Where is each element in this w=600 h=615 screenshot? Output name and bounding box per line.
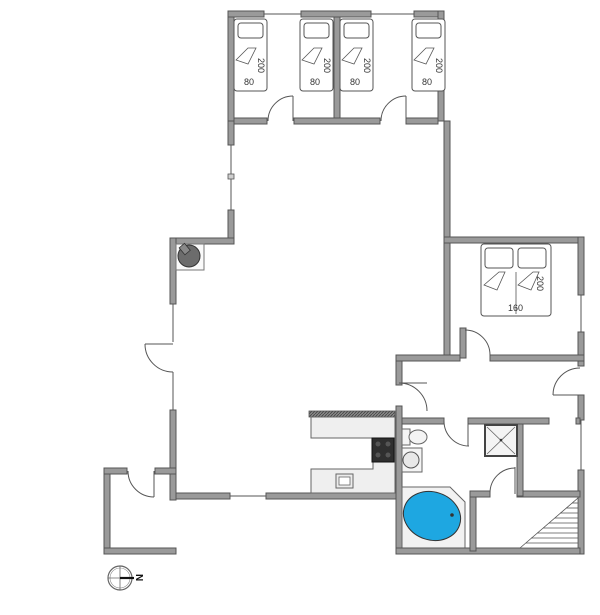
wall [103, 467, 128, 475]
staircase [518, 497, 579, 549]
wall [405, 117, 439, 125]
wall [103, 547, 177, 555]
bed-width-label: 80 [422, 77, 432, 87]
bathtub [401, 486, 466, 549]
kitchen [308, 410, 396, 494]
single-bed-1: 200 80 [233, 18, 268, 92]
wall [516, 423, 524, 497]
compass: N [107, 565, 144, 591]
wall [227, 120, 235, 146]
master-bedroom: 200 160 [443, 236, 585, 367]
wall [577, 469, 585, 555]
wall [467, 417, 550, 425]
wall [575, 417, 581, 425]
wall [459, 327, 467, 359]
wall [577, 236, 585, 296]
wall [489, 354, 585, 362]
bedroom-block-top: 200 80 200 80 200 80 200 80 [227, 10, 446, 125]
wood-burning-stove [175, 242, 205, 271]
door-swing [267, 95, 294, 122]
wall [227, 10, 235, 122]
bed-length-label: 200 [362, 58, 372, 73]
double-bed: 200 160 [480, 243, 552, 317]
wall [169, 237, 235, 245]
wall [169, 409, 177, 501]
wall [300, 10, 372, 18]
wall [516, 490, 581, 498]
single-bed-2: 200 80 [299, 18, 334, 92]
wall [401, 417, 445, 425]
wall [577, 331, 585, 367]
bed-length-label: 200 [535, 276, 545, 291]
bed-width-label: 80 [244, 77, 254, 87]
wall [103, 467, 111, 555]
wall [175, 492, 231, 500]
toilet [401, 428, 428, 446]
bed-width-label: 160 [508, 303, 523, 313]
bed-length-label: 200 [434, 58, 444, 73]
wall [169, 237, 177, 305]
wall [395, 405, 403, 555]
north-label: N [133, 574, 144, 581]
single-bed-4: 200 80 [411, 18, 446, 92]
kitchen-counter [310, 416, 396, 494]
door-swing [398, 382, 428, 412]
wall [469, 490, 477, 552]
door-swing [144, 343, 174, 373]
bathroom [395, 420, 581, 555]
bed-width-label: 80 [310, 77, 320, 87]
door-swing [380, 95, 407, 122]
wall [265, 492, 397, 500]
bed-width-label: 80 [350, 77, 360, 87]
door-swing [489, 467, 516, 494]
single-bed-3: 200 80 [339, 18, 374, 92]
wall [395, 354, 461, 362]
wall [233, 117, 268, 125]
cooktop [371, 437, 395, 463]
wall [154, 467, 177, 475]
wall [293, 117, 381, 125]
door-swing [552, 367, 581, 396]
bed-length-label: 200 [322, 58, 332, 73]
door-swing [464, 329, 491, 356]
shower [484, 424, 518, 457]
wall [469, 490, 491, 498]
wash-basin [401, 447, 423, 473]
wall [227, 10, 265, 18]
wall [333, 16, 341, 120]
wall [395, 547, 581, 555]
door-swing [127, 470, 155, 498]
wall [443, 236, 585, 244]
kitchen-upper-cabinet [308, 410, 396, 418]
wall [577, 394, 585, 421]
hallway [395, 354, 585, 555]
door-swing [443, 420, 470, 447]
bed-length-label: 200 [256, 58, 266, 73]
storage-room [103, 467, 177, 555]
